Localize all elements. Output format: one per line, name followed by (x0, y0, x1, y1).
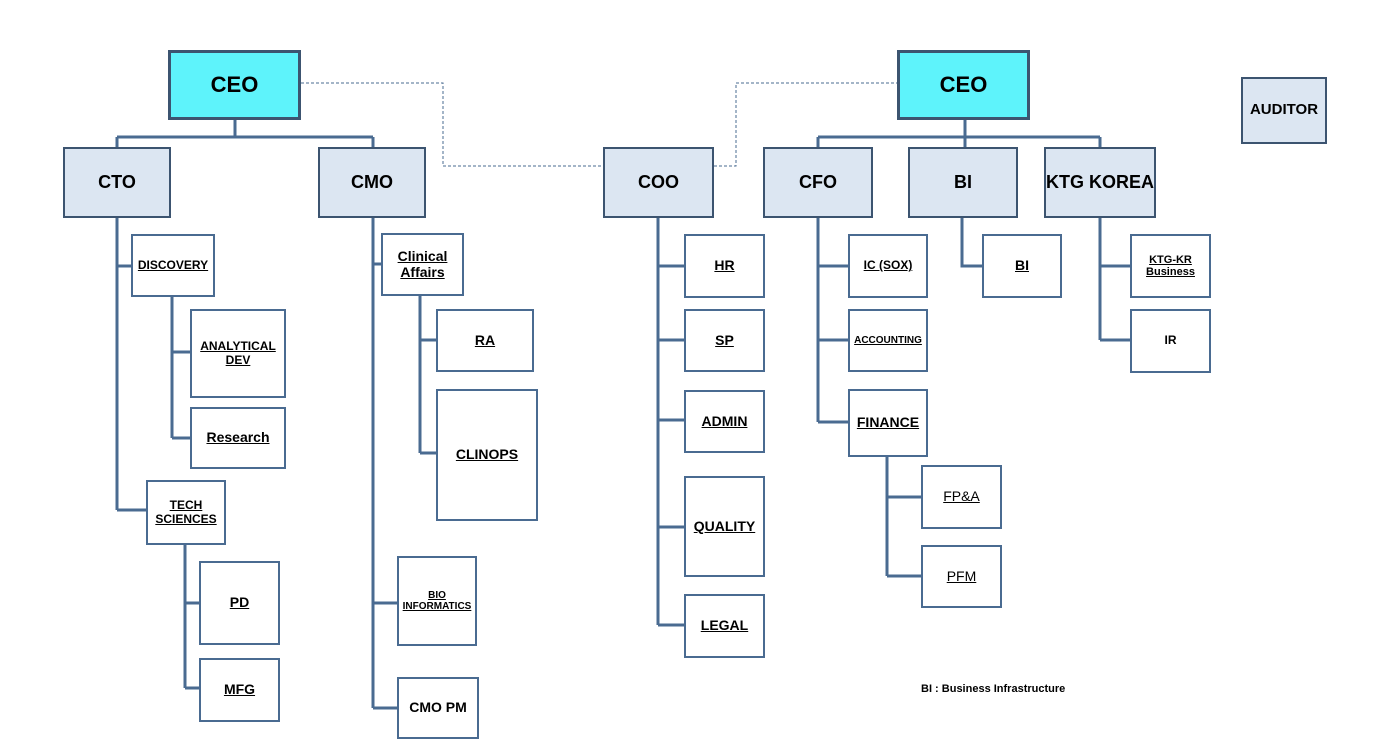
ra-box: RA (436, 309, 534, 372)
tech-sciences-box: TECH SCIENCES (146, 480, 226, 545)
auditor-label: AUDITOR (1249, 101, 1319, 119)
ktg-kr-business-label: KTG-KR Business (1146, 253, 1195, 278)
clinical-affairs-label: Clinical Affairs (397, 248, 448, 280)
sp-box: SP (684, 309, 765, 372)
analytical-dev-box: ANALYTICAL DEV (190, 309, 286, 398)
cmo-pm-box: CMO PM (397, 677, 479, 739)
clinical-affairs-box: Clinical Affairs (381, 233, 464, 296)
pd-label: PD (229, 594, 250, 611)
pd-box: PD (199, 561, 280, 645)
discovery-box: DISCOVERY (131, 234, 215, 297)
pfm-box: PFM (921, 545, 1002, 608)
sp-label: SP (715, 331, 734, 348)
ic-sox-box: IC (SOX) (848, 234, 928, 298)
hr-label: HR (714, 257, 735, 274)
clinops-label: CLINOPS (455, 446, 519, 463)
bi-box: BI (908, 147, 1018, 218)
auditor-box: AUDITOR (1241, 77, 1327, 144)
bi-label: BI (954, 171, 972, 192)
fpa-box: FP&A (921, 465, 1002, 529)
tech-sciences-label: TECH SCIENCES (155, 498, 217, 526)
quality-label: QUALITY (693, 517, 756, 534)
bi-unit-label: BI (1015, 257, 1029, 274)
cmo-pm-label: CMO PM (409, 699, 467, 716)
cto-label: CTO (98, 171, 136, 192)
legal-box: LEGAL (684, 594, 765, 658)
legal-label: LEGAL (700, 617, 749, 634)
admin-box: ADMIN (684, 390, 765, 453)
ic-sox-label: IC (SOX) (863, 258, 913, 273)
legend-note: BI : Business Infrastructure (921, 683, 1066, 695)
ir-label: IR (1164, 333, 1177, 348)
cto-box: CTO (63, 147, 171, 218)
bio-informatics-box: BIO INFORMATICS (397, 556, 477, 646)
clinops-box: CLINOPS (436, 389, 538, 521)
bio-informatics-label: BIO INFORMATICS (402, 590, 472, 612)
accounting-box: ACCOUNTING (848, 309, 928, 372)
fpa-label: FP&A (943, 488, 980, 505)
cfo-box: CFO (763, 147, 873, 218)
ceo-left-box: CEO (168, 50, 301, 120)
ktg-kr-business-box: KTG-KR Business (1130, 234, 1211, 298)
ceo-right-box: CEO (897, 50, 1030, 120)
bi-unit-box: BI (982, 234, 1062, 298)
ktg-korea-box: KTG KOREA (1044, 147, 1156, 218)
admin-label: ADMIN (701, 412, 748, 429)
hr-box: HR (684, 234, 765, 298)
pfm-label: PFM (946, 567, 977, 584)
coo-box: COO (603, 147, 714, 218)
coo-label: COO (637, 171, 679, 192)
mfg-box: MFG (199, 658, 280, 722)
research-label: Research (206, 429, 270, 446)
quality-box: QUALITY (684, 476, 765, 577)
ir-box: IR (1130, 309, 1211, 373)
research-box: Research (190, 407, 286, 469)
analytical-dev-label: ANALYTICAL DEV (200, 339, 276, 367)
ra-label: RA (474, 331, 496, 348)
discovery-label: DISCOVERY (137, 257, 209, 272)
finance-box: FINANCE (848, 389, 928, 457)
mfg-label: MFG (223, 681, 256, 698)
cfo-label: CFO (799, 171, 837, 192)
finance-label: FINANCE (856, 414, 920, 431)
ktg-korea-label: KTG KOREA (1046, 171, 1154, 192)
accounting-label: ACCOUNTING (854, 335, 922, 346)
cmo-box: CMO (318, 147, 426, 218)
cmo-label: CMO (351, 171, 393, 192)
ceo-right-label: CEO (939, 71, 988, 97)
ceo-left-label: CEO (210, 71, 259, 97)
